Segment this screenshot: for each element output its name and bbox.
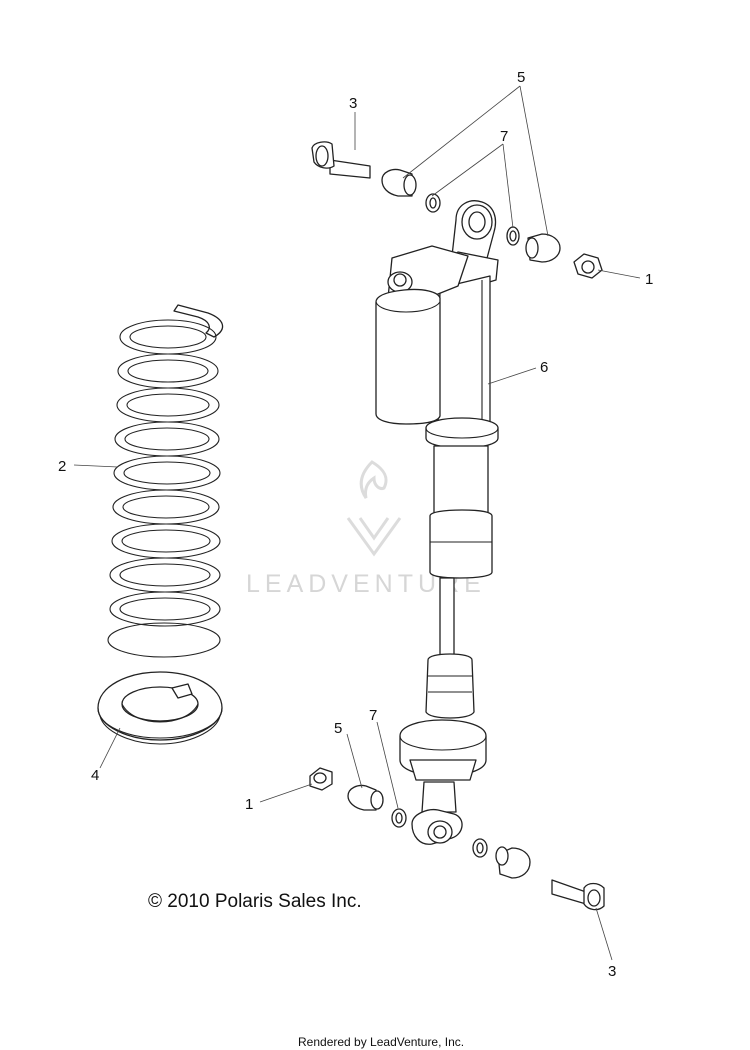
callout-2: 2 bbox=[58, 458, 66, 475]
top-washer-left bbox=[425, 193, 441, 213]
top-washer-right bbox=[506, 226, 520, 246]
bottom-bushing-left bbox=[347, 784, 384, 811]
callout-3-bottom: 3 bbox=[608, 963, 616, 980]
spring-retainer bbox=[97, 671, 223, 745]
bottom-nut bbox=[309, 767, 333, 791]
top-bushing-right bbox=[525, 233, 561, 263]
callout-5-top: 5 bbox=[517, 69, 525, 86]
callout-4: 4 bbox=[91, 767, 99, 784]
callout-1-top: 1 bbox=[645, 271, 653, 288]
callout-1-bottom: 1 bbox=[245, 796, 253, 813]
bottom-washer-left bbox=[391, 808, 407, 828]
bottom-washer-right bbox=[472, 838, 488, 858]
leader-lines bbox=[73, 85, 641, 961]
watermark-logo bbox=[346, 460, 402, 557]
bottom-bolt bbox=[551, 879, 605, 911]
callout-7-top: 7 bbox=[500, 128, 508, 145]
bottom-bushing-right bbox=[495, 846, 531, 879]
callout-7-bottom: 7 bbox=[369, 707, 377, 724]
top-nut bbox=[573, 253, 603, 279]
top-bolt bbox=[311, 141, 371, 179]
callout-5-bottom: 5 bbox=[334, 720, 342, 737]
top-bushing-left bbox=[381, 168, 417, 197]
footer-credit: Rendered by LeadVenture, Inc. bbox=[298, 1035, 464, 1049]
callout-6: 6 bbox=[540, 359, 548, 376]
coil-spring bbox=[107, 304, 224, 658]
shock-absorber bbox=[375, 200, 499, 845]
copyright-text: © 2010 Polaris Sales Inc. bbox=[148, 891, 362, 912]
callout-3-top: 3 bbox=[349, 95, 357, 112]
